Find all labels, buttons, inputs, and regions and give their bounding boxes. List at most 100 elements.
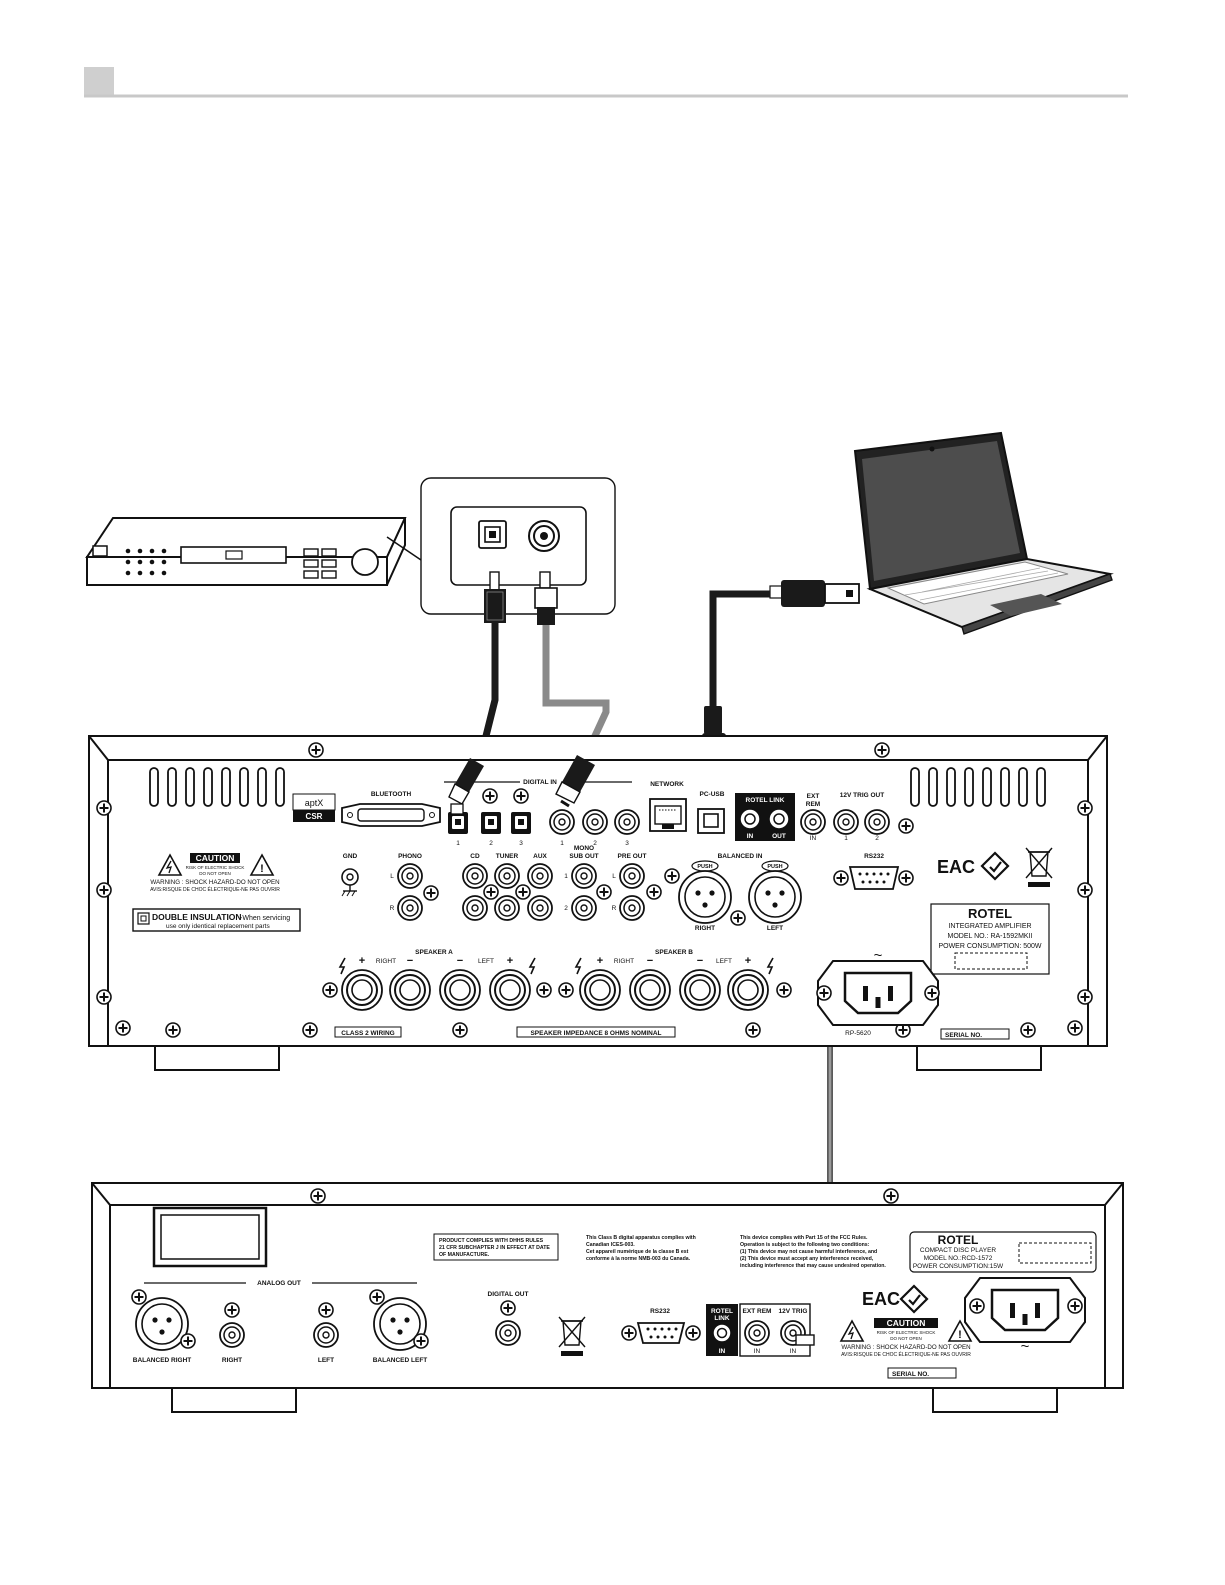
ground-terminal xyxy=(341,868,359,897)
svg-text:IN: IN xyxy=(754,1348,761,1355)
source-coax-out-port xyxy=(528,520,560,552)
svg-text:including interference that ma: including interference that may cause un… xyxy=(740,1263,886,1269)
source-device xyxy=(85,517,407,586)
svg-text:2: 2 xyxy=(593,840,597,847)
speaker-a-right-plus xyxy=(341,969,383,1011)
svg-text:PRE OUT: PRE OUT xyxy=(618,853,647,860)
svg-text:3: 3 xyxy=(519,840,523,847)
phono-left xyxy=(397,863,423,889)
amp-ac-inlet xyxy=(816,959,940,1027)
amplifier-rear-panel: aptX CSR BLUETOOTH DIGITAL IN 1 2 3 1 2 … xyxy=(88,735,1108,1071)
usb-cable xyxy=(709,580,860,735)
svg-text:LEFT: LEFT xyxy=(478,958,494,965)
cd-player-rear-panel: ANALOG OUT BALANCED RIGHT RIGHT LEFT BAL… xyxy=(91,1182,1124,1413)
svg-text:BALANCED RIGHT: BALANCED RIGHT xyxy=(133,1357,192,1364)
svg-text:RS232: RS232 xyxy=(650,1308,670,1315)
speaker-a-left-plus xyxy=(489,969,531,1011)
svg-text:DO NOT OPEN: DO NOT OPEN xyxy=(890,1336,921,1341)
svg-text:MODEL NO.:RCD-1572: MODEL NO.:RCD-1572 xyxy=(924,1255,993,1262)
laptop-computer xyxy=(853,431,1114,635)
svg-text:LEFT: LEFT xyxy=(716,958,732,965)
tuner-right xyxy=(494,895,520,921)
sub-out-2 xyxy=(571,895,597,921)
svg-text:Canadian ICES-003.: Canadian ICES-003. xyxy=(586,1242,635,1248)
digital-in-coax-3 xyxy=(614,809,640,835)
bluetooth-antenna-port xyxy=(341,803,441,827)
svg-text:(2) This device must accept an: (2) This device must accept any interfer… xyxy=(740,1256,874,1262)
svg-text:POWER CONSUMPTION:15W: POWER CONSUMPTION:15W xyxy=(913,1263,1004,1270)
svg-text:RIGHT: RIGHT xyxy=(614,958,634,965)
svg-text:ANALOG OUT: ANALOG OUT xyxy=(257,1280,301,1287)
double-insulation-label: DOUBLE INSULATION -When servicing use on… xyxy=(132,908,301,932)
svg-text:PUSH: PUSH xyxy=(697,864,712,870)
cd-rotel-link-block: ROTEL LINK IN xyxy=(706,1304,738,1356)
amp-model-label: ROTEL INTEGRATED AMPLIFIER MODEL NO.: RA… xyxy=(930,903,1050,975)
svg-text:CAUTION: CAUTION xyxy=(887,1318,926,1328)
svg-text:SPEAKER A: SPEAKER A xyxy=(415,949,453,956)
svg-text:RIGHT: RIGHT xyxy=(376,958,396,965)
cd-rs232-port xyxy=(621,1322,701,1344)
svg-text:−: − xyxy=(647,955,653,967)
dhhs-compliance-label: PRODUCT COMPLIES WITH DHHS RULES 21 CFR … xyxy=(433,1233,559,1261)
svg-text:aptX: aptX xyxy=(305,798,324,808)
eac-mark: EAC xyxy=(937,857,975,877)
pc-usb-port xyxy=(697,808,725,834)
svg-text:L: L xyxy=(390,873,394,880)
svg-text:-When servicing: -When servicing xyxy=(240,915,290,922)
svg-text:−: − xyxy=(697,955,703,967)
source-outputs-callout xyxy=(386,477,616,615)
svg-text:3: 3 xyxy=(625,840,629,847)
svg-text:Cet appareil numérique de la c: Cet appareil numérique de la classe B es… xyxy=(586,1249,689,1255)
cd-ext-rem-jack xyxy=(744,1320,770,1346)
class2-wiring-label: CLASS 2 WIRING xyxy=(341,1030,394,1037)
network-label: NETWORK xyxy=(650,781,684,788)
svg-text:BALANCED LEFT: BALANCED LEFT xyxy=(373,1357,428,1364)
svg-text:RP-5620: RP-5620 xyxy=(845,1030,871,1037)
sub-out-1 xyxy=(571,863,597,889)
svg-text:−: − xyxy=(457,955,463,967)
svg-text:1: 1 xyxy=(564,873,568,880)
cd-eac-mark: EAC xyxy=(862,1289,900,1309)
svg-text:21 CFR SUBCHAPTER J IN EFFECT: 21 CFR SUBCHAPTER J IN EFFECT AT DATE xyxy=(439,1245,550,1251)
aux-right xyxy=(527,895,553,921)
svg-text:R: R xyxy=(612,905,617,912)
svg-text:ROTEL: ROTEL xyxy=(938,1233,979,1247)
cd-right-out xyxy=(219,1322,245,1348)
svg-text:RIGHT: RIGHT xyxy=(222,1357,242,1364)
cd-caution-label: CAUTION RISK OF ELECTRIC SHOCK DO NOT OP… xyxy=(840,1318,972,1358)
digital-in-optical-1 xyxy=(448,812,468,834)
svg-text:PUSH: PUSH xyxy=(767,864,782,870)
ext-rem-jack xyxy=(800,809,826,835)
svg-text:IN: IN xyxy=(747,833,754,840)
svg-text:AVIS:RISQUE DE CHOC ÉLECTRIQUE: AVIS:RISQUE DE CHOC ÉLECTRIQUE-NE PAS OU… xyxy=(150,886,280,893)
svg-text:2: 2 xyxy=(564,905,568,912)
optical-plug xyxy=(448,758,484,815)
svg-text:RISK OF ELECTRIC SHOCK: RISK OF ELECTRIC SHOCK xyxy=(186,865,245,870)
svg-text:EXT REM: EXT REM xyxy=(743,1308,772,1315)
coaxial-cable xyxy=(534,571,610,764)
svg-text:OF MANUFACTURE.: OF MANUFACTURE. xyxy=(439,1252,490,1258)
svg-text:1: 1 xyxy=(560,840,564,847)
network-port xyxy=(649,798,687,832)
aptx-logo: aptX CSR xyxy=(292,793,336,822)
cd-model-label: ROTEL COMPACT DISC PLAYER MODEL NO.:RCD-… xyxy=(909,1231,1097,1273)
rotel-link-block: ROTEL LINK IN OUT xyxy=(735,793,795,841)
tuner-left xyxy=(494,863,520,889)
svg-text:IN: IN xyxy=(810,835,817,842)
svg-text:SERIAL NO.: SERIAL NO. xyxy=(892,1371,929,1378)
svg-text:CD: CD xyxy=(470,853,480,860)
svg-text:WARNING : SHOCK HAZARD-DO NOT: WARNING : SHOCK HAZARD-DO NOT OPEN xyxy=(841,1344,970,1351)
amp-caution-label: CAUTION RISK OF ELECTRIC SHOCK DO NOT OP… xyxy=(150,853,280,893)
svg-text:EXT: EXT xyxy=(807,793,820,800)
svg-text:LINK: LINK xyxy=(714,1315,729,1322)
svg-text:SPEAKER B: SPEAKER B xyxy=(655,949,693,956)
section-marker xyxy=(84,67,114,97)
bluetooth-label: BLUETOOTH xyxy=(371,791,412,798)
svg-text:AUX: AUX xyxy=(533,853,547,860)
svg-text:L: L xyxy=(612,873,616,880)
fcc-compliance-text: This device complies with Part 15 of the… xyxy=(740,1235,886,1269)
svg-text:REM: REM xyxy=(806,801,820,808)
cd-ext-rem-trig-block: EXT REM 12V TRIG IN IN xyxy=(739,1303,811,1357)
speaker-b-right-plus xyxy=(579,969,621,1011)
